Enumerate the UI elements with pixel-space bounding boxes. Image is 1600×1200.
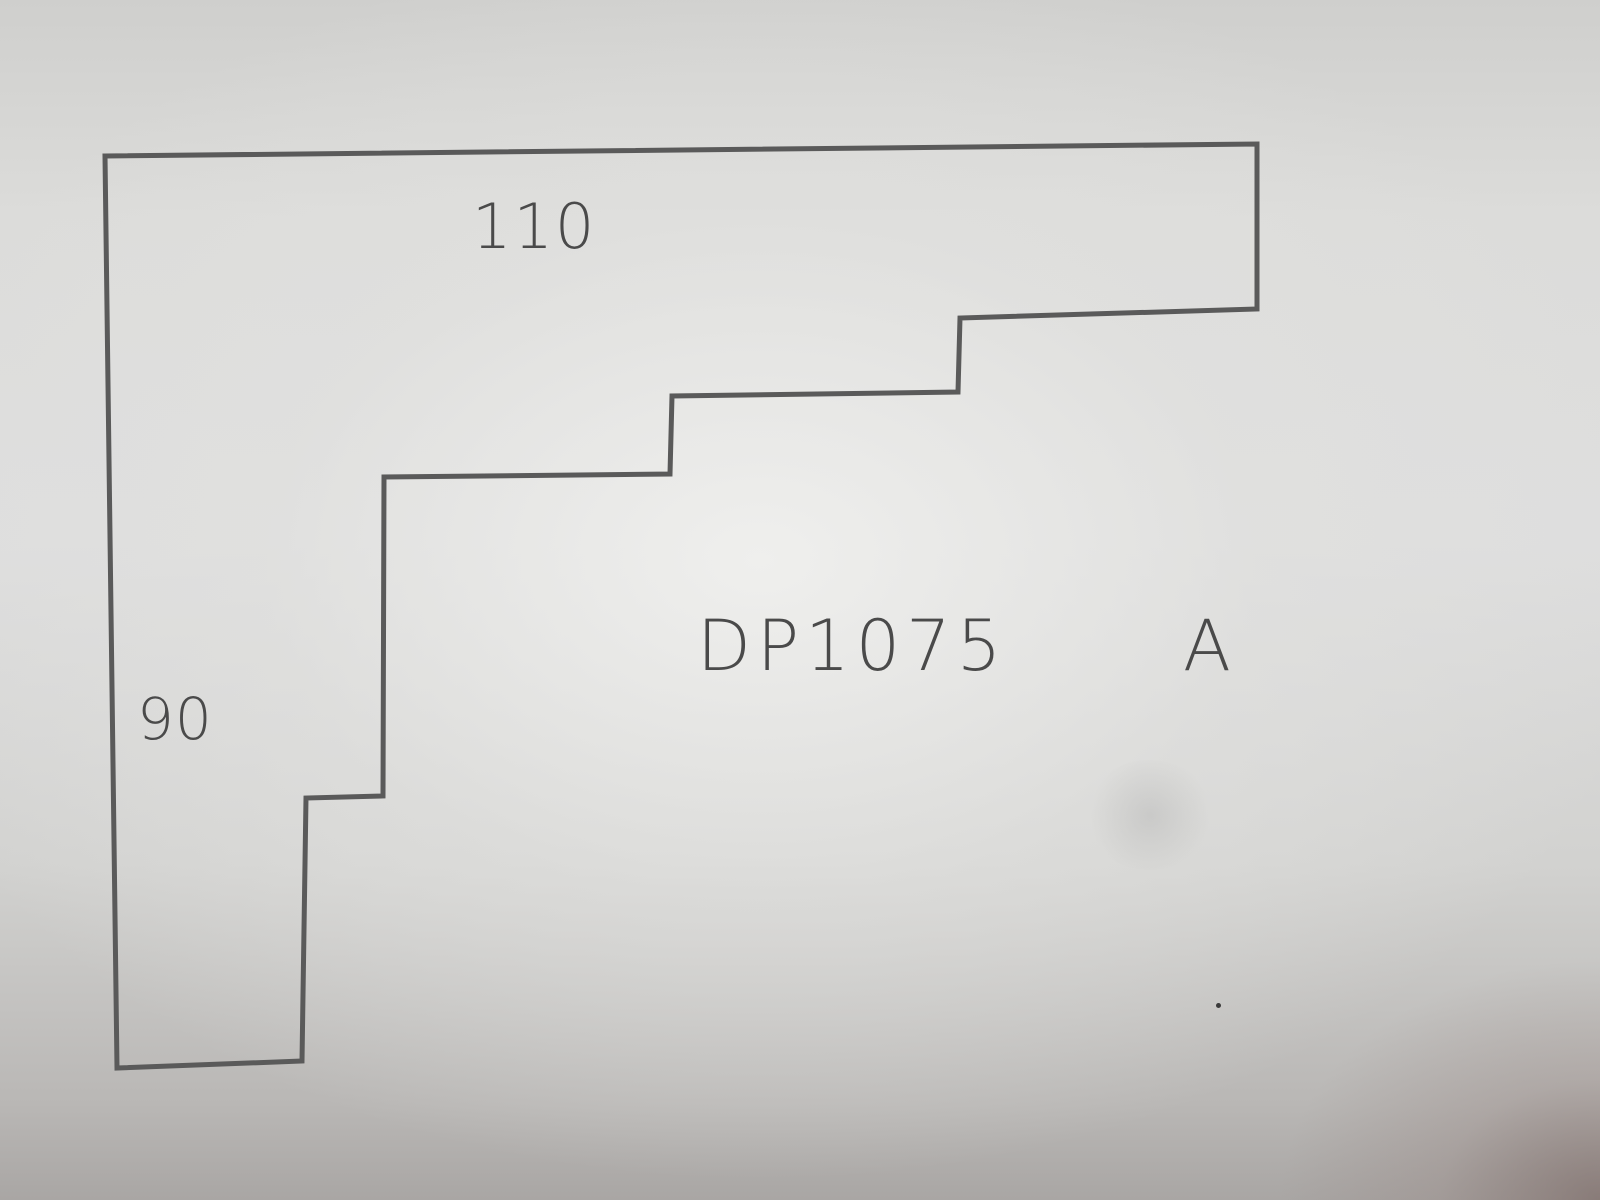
paper-smudge	[1085, 760, 1215, 870]
stepped-profile-outline	[102, 141, 1260, 1071]
dimension-top-label: 110	[472, 190, 597, 263]
pencil-dot	[1216, 1003, 1221, 1008]
shadow	[1220, 900, 1600, 1200]
part-code-label: DP1075	[697, 605, 1008, 687]
dimension-left-label: 90	[137, 685, 213, 753]
revision-label: A	[1183, 605, 1235, 687]
